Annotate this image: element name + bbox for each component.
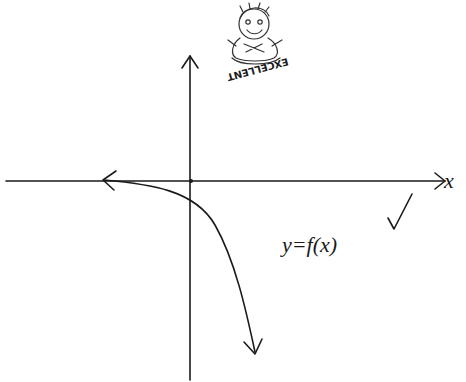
origin-dot — [189, 179, 193, 183]
y-axis — [189, 56, 191, 380]
axis-label: x — [444, 170, 454, 192]
x-axis-arrowhead — [435, 173, 445, 189]
curve-arrowhead — [103, 171, 116, 190]
x-axis — [6, 180, 445, 182]
check-mark — [388, 194, 412, 229]
stamp-figure — [228, 3, 282, 64]
function-label: y=f(x) — [282, 234, 337, 256]
curve-arrowhead — [244, 339, 262, 354]
function-curve — [104, 180, 255, 352]
y-axis-arrowhead — [182, 56, 198, 68]
